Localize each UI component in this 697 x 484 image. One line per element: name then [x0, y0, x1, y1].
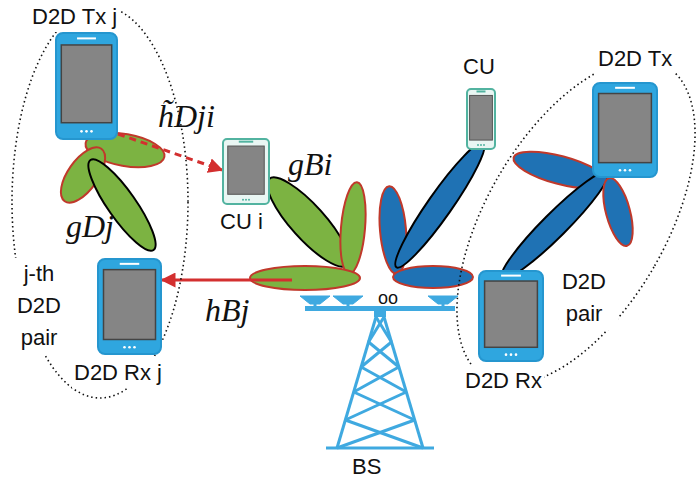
phone-dot: [245, 199, 247, 201]
phone-speaker: [477, 90, 486, 92]
tower-strut: [354, 367, 399, 392]
phone-dot: [480, 144, 482, 146]
phone-body: [223, 139, 269, 204]
tower-strut: [369, 342, 399, 367]
beam: [597, 175, 638, 249]
channel-symbol: gBi: [288, 146, 332, 183]
device: D2D Tx: [592, 82, 658, 178]
tower-strut: [369, 317, 384, 342]
tower-strut: [354, 392, 415, 420]
phone-body: [56, 33, 117, 139]
tower-strut: [345, 420, 423, 448]
phone-dot: [85, 130, 88, 133]
phone-body: [593, 83, 657, 177]
phone-screen: [599, 94, 652, 163]
antenna: [300, 296, 330, 304]
node-shape: [592, 82, 658, 178]
phone-dot: [510, 353, 513, 356]
phone-dot: [128, 346, 131, 349]
pair-region: j-th D2D pairD2D Tx jD2D Rx j: [10, 4, 190, 400]
ellipsis-mark: oo: [378, 288, 398, 309]
channel-symbol: hBj: [205, 292, 249, 329]
tower-strut: [361, 367, 406, 392]
phone-screen: [485, 281, 538, 347]
pair-region: D2D pair D2D Tx D2D Rx: [455, 40, 697, 404]
phone-dot: [624, 169, 627, 172]
phone-dot: [90, 130, 93, 133]
phone-speaker: [239, 141, 253, 143]
antenna: [428, 296, 458, 304]
dotted-ellipse: [408, 21, 697, 423]
phone-dot: [483, 144, 485, 146]
device: D2D Rx: [478, 270, 544, 362]
tower-strut: [326, 447, 434, 450]
antenna: [333, 296, 363, 304]
node-label: D2D Tx j: [30, 2, 119, 32]
phone-screen: [104, 270, 156, 340]
phone-screen: [61, 45, 111, 123]
node-label: D2D Tx: [596, 44, 674, 74]
node-shape: [97, 258, 162, 355]
node-label: D2D Rx: [463, 366, 544, 396]
node-label: D2D pair: [550, 266, 618, 330]
channel-symbol: h̃Dji: [158, 98, 215, 135]
phone-dot: [477, 144, 479, 146]
base-station-tower: [300, 296, 458, 448]
phone-dot: [133, 346, 136, 349]
device: D2D Tx j: [55, 32, 118, 140]
beam: [250, 266, 360, 290]
tower-strut: [376, 317, 391, 342]
beam: [337, 181, 369, 275]
device: CU i: [222, 138, 270, 205]
phone-screen: [228, 146, 264, 194]
node-label: D2D Rx j: [72, 358, 164, 388]
phone-dot: [619, 169, 622, 172]
channel-symbol: gDj: [66, 208, 114, 245]
node-label: CU i: [220, 207, 263, 237]
node-label: BS: [352, 452, 381, 482]
phone-speaker: [120, 263, 140, 265]
tower-strut: [337, 420, 415, 448]
phone-dot: [242, 199, 244, 201]
channel-arrow: [118, 134, 222, 170]
device: CU: [466, 88, 496, 150]
phone-screen: [470, 95, 493, 140]
phone-body: [467, 89, 495, 149]
phone-speaker: [77, 37, 96, 39]
phone-body: [98, 259, 161, 354]
node-label: j-th D2D pair: [4, 258, 74, 354]
phone-body: [479, 271, 543, 361]
phone-dot: [515, 353, 518, 356]
node-shape: [55, 32, 118, 140]
node-shape: [466, 88, 496, 150]
phone-dot: [629, 169, 632, 172]
tower-top: [374, 311, 386, 317]
phone-dot: [248, 199, 250, 201]
phone-speaker: [501, 275, 521, 277]
beam: [393, 266, 473, 288]
phone-dot: [80, 130, 83, 133]
phone-speaker: [615, 87, 635, 89]
node-shape: [222, 138, 270, 205]
node-shape: [478, 270, 544, 362]
beam: [387, 136, 494, 274]
tower-strut: [345, 392, 406, 420]
node-label: CU: [463, 52, 495, 82]
phone-dot: [505, 353, 508, 356]
device: D2D Rx j: [97, 258, 162, 355]
phone-dot: [123, 346, 126, 349]
tower-strut: [361, 342, 391, 367]
